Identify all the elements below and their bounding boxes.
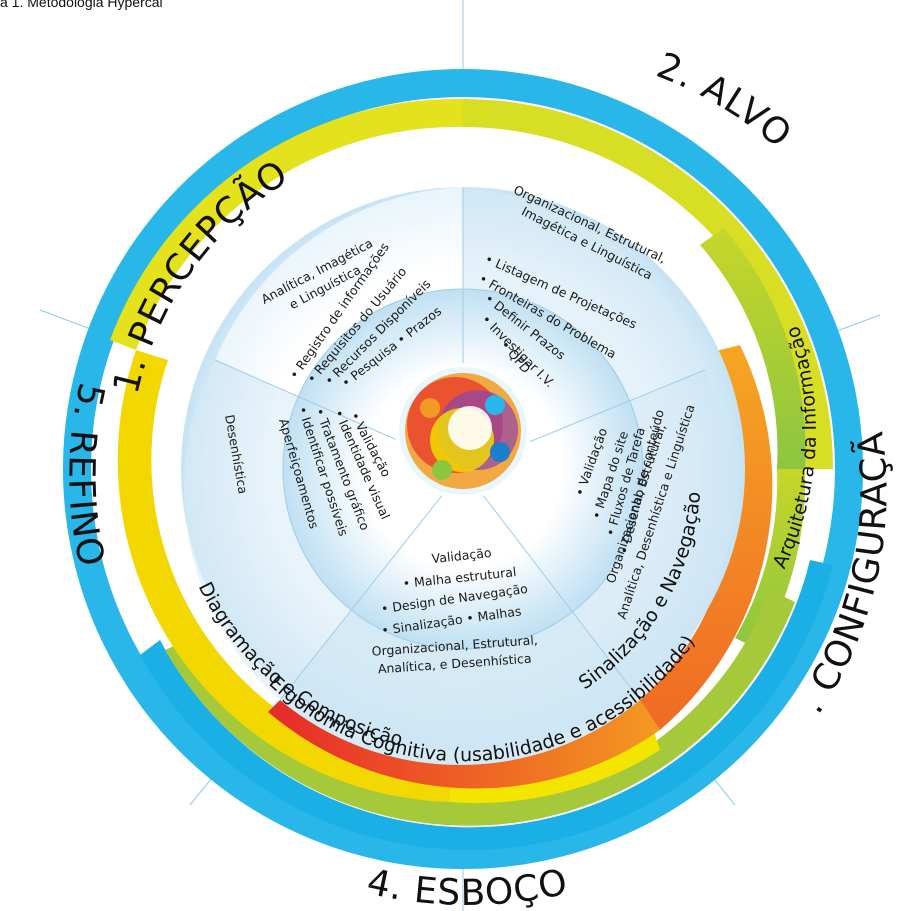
phase-4-text: 4. ESBOÇO [363, 862, 570, 911]
center-logo [395, 363, 531, 499]
phase-4-label: 4. ESBOÇO [363, 862, 571, 911]
diagramacao-band [117, 350, 453, 802]
arquitetura-band-upper [700, 228, 806, 469]
list-4-item-1: Validação [431, 545, 492, 566]
figure-caption: a 1. Metodologia Hypercal [0, 0, 163, 10]
sinalizacao-band-bottom [268, 700, 660, 789]
yellow-ring-top-left [110, 98, 463, 351]
green-bottom-band [165, 590, 795, 826]
ergonomia-band [140, 560, 833, 850]
arquitetura-band-lower [735, 469, 806, 650]
